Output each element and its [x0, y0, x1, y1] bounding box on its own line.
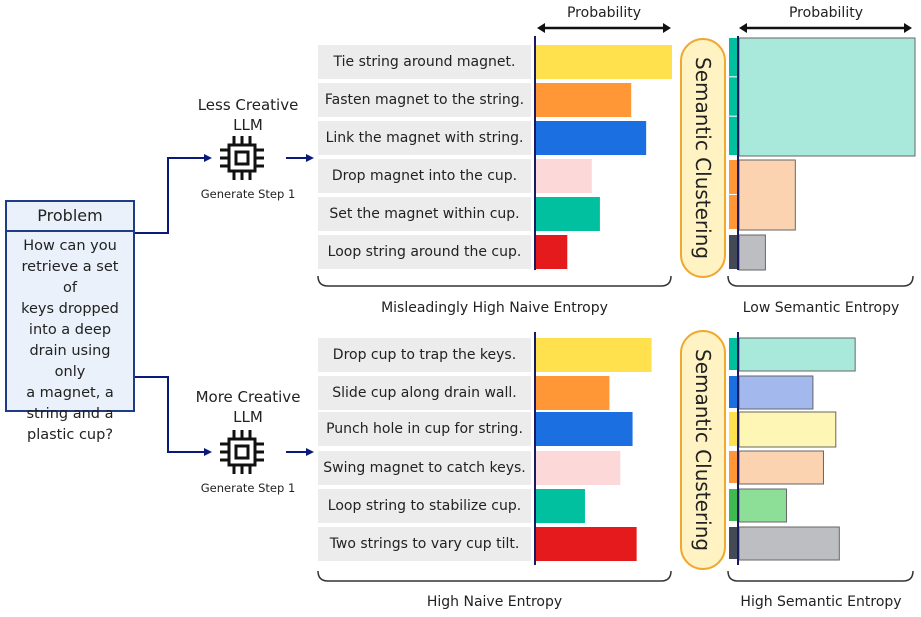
step-box: Punch hole in cup for string. — [318, 412, 531, 446]
llm-label-less-creative: Less Creative LLM — [192, 95, 304, 135]
cluster-member-accent — [729, 160, 737, 194]
llm-label-line: Less Creative — [197, 96, 299, 114]
probability-bar — [536, 412, 633, 446]
step-box: Loop string around the cup. — [318, 235, 531, 269]
problem-line: string and a — [26, 406, 114, 422]
llm-label-line: LLM — [233, 408, 263, 426]
cluster-probability-bar — [738, 450, 824, 485]
probability-bar — [536, 159, 592, 193]
cluster-probability-bar — [738, 488, 788, 523]
cluster-probability-bar — [738, 375, 814, 410]
llm-label-line: More Creative — [195, 388, 301, 406]
probability-bar — [536, 489, 585, 523]
cluster-member-accent — [729, 38, 737, 77]
cluster-member-accent — [729, 77, 737, 116]
semantic-clustering-label: Semantic Clustering — [691, 56, 715, 260]
probability-bar — [536, 451, 621, 485]
semantic-entropy-caption: Low Semantic Entropy — [742, 300, 900, 316]
probability-bar — [536, 338, 652, 372]
probability-bar — [536, 235, 568, 269]
arrowhead-left — [537, 23, 545, 33]
cluster-member-accent — [729, 338, 737, 370]
cluster-probability-bar — [738, 337, 856, 372]
problem-line: How can you — [23, 238, 117, 254]
semantic-clustering-label: Semantic Clustering — [691, 348, 715, 552]
chip-icon — [220, 136, 264, 180]
problem-line: drain using only — [29, 343, 111, 380]
grouping-brace — [727, 570, 914, 582]
cluster-member-accent — [729, 116, 737, 155]
cluster-member-accent — [729, 527, 737, 559]
probability-bar — [536, 527, 637, 561]
cluster-probability-bar — [738, 37, 916, 157]
step-box: Swing magnet to catch keys. — [318, 451, 531, 485]
probability-axis-label: Probability — [788, 5, 863, 21]
cluster-probability-bar — [738, 526, 840, 561]
probability-bar — [536, 197, 600, 231]
semantic-clustering-pill: Semantic Clustering — [680, 330, 726, 570]
problem-question: How can you retrieve a set of keys dropp… — [7, 232, 133, 450]
cluster-probability-bar — [738, 234, 766, 271]
chip-icon — [220, 430, 264, 474]
cluster-member-accent — [729, 451, 737, 483]
probability-bar — [536, 121, 647, 155]
arrowhead-left — [739, 23, 747, 33]
semantic-entropy-caption: High Semantic Entropy — [740, 594, 902, 610]
generate-step-caption: Generate Step 1 — [200, 481, 296, 495]
problem-line: retrieve a set of — [21, 259, 119, 296]
naive-entropy-caption: Misleadingly High Naive Entropy — [381, 300, 608, 316]
problem-line: keys dropped — [21, 301, 119, 317]
cluster-member-accent — [729, 376, 737, 408]
probability-axis-label: Probability — [566, 5, 641, 21]
step-box: Drop magnet into the cup. — [318, 159, 531, 193]
problem-line: a magnet, a — [26, 385, 114, 401]
llm-label-more-creative: More Creative LLM — [192, 387, 304, 427]
step-box: Link the magnet with string. — [318, 121, 531, 155]
problem-title: Problem — [7, 202, 133, 232]
problem-box: Problem How can you retrieve a set of ke… — [5, 200, 135, 443]
naive-entropy-caption: High Naive Entropy — [426, 594, 563, 610]
grouping-brace — [317, 275, 672, 287]
arrowhead-right — [663, 23, 671, 33]
cluster-probability-bar — [738, 411, 837, 448]
step-box: Loop string to stabilize cup. — [318, 489, 531, 523]
problem-line: into a deep — [28, 322, 112, 338]
problem-line: plastic cup? — [26, 427, 114, 443]
probability-bar — [536, 45, 672, 79]
grouping-brace — [317, 570, 672, 582]
llm-label-line: LLM — [233, 116, 263, 134]
step-box: Two strings to vary cup tilt. — [318, 527, 531, 561]
arrow-to-less-creative — [135, 154, 212, 234]
semantic-clustering-pill: Semantic Clustering — [680, 38, 726, 278]
step-box: Slide cup along drain wall. — [318, 376, 531, 410]
arrowhead-right — [904, 23, 912, 33]
step-box: Drop cup to trap the keys. — [318, 338, 531, 372]
step-box: Set the magnet within cup. — [318, 197, 531, 231]
cluster-member-accent — [729, 489, 737, 521]
step-box: Fasten magnet to the string. — [318, 83, 531, 117]
cluster-member-accent — [729, 412, 737, 446]
grouping-brace — [727, 275, 914, 287]
probability-bar — [536, 376, 610, 410]
step-box: Tie string around magnet. — [318, 45, 531, 79]
cluster-member-accent — [729, 235, 737, 269]
generate-step-caption: Generate Step 1 — [200, 187, 296, 201]
arrow-to-more-creative — [135, 376, 212, 456]
cluster-member-accent — [729, 195, 737, 229]
probability-bar — [536, 83, 632, 117]
cluster-probability-bar — [738, 159, 796, 231]
